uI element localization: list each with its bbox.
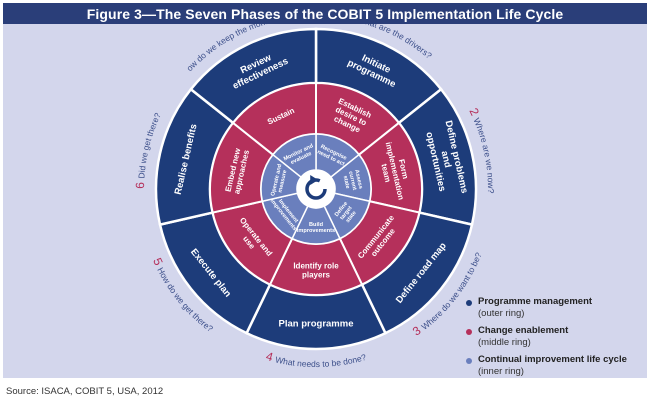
legend-dot-inner xyxy=(466,358,472,364)
legend-item-outer: Programme management (outer ring) xyxy=(466,296,646,320)
legend-item-inner: Continual improvement life cycle (inner … xyxy=(466,354,646,378)
center-hub xyxy=(297,170,335,208)
legend-dot-outer xyxy=(466,300,472,306)
inner-ring-label: Assesscurrentstate xyxy=(341,169,363,192)
legend-label: Programme management xyxy=(478,296,593,307)
phase-question-text: What needs to be done? xyxy=(275,352,368,369)
phase-question: 4 What needs to be done? xyxy=(264,349,367,369)
phase-number: 4 xyxy=(264,349,277,365)
cycle-arrowhead-icon xyxy=(310,175,319,186)
legend-label: Change enablement xyxy=(478,325,569,336)
legend-dot-middle xyxy=(466,329,472,335)
outer-ring-label: Plan programme xyxy=(279,318,354,329)
legend: Programme management (outer ring) Change… xyxy=(466,296,646,383)
legend-item-middle: Change enablement (middle ring) xyxy=(466,325,646,349)
phase-number: 7 xyxy=(3,24,7,27)
phase-number: 6 xyxy=(133,178,147,189)
source-note: Source: ISACA, COBIT 5, USA, 2012 xyxy=(6,386,164,397)
legend-label: Continual improvement life cycle xyxy=(478,354,627,365)
legend-sub: (middle ring) xyxy=(478,337,531,348)
legend-sub: (outer ring) xyxy=(478,308,525,319)
legend-sub: (inner ring) xyxy=(478,366,524,377)
figure-title: Figure 3—The Seven Phases of the COBIT 5… xyxy=(3,3,647,24)
